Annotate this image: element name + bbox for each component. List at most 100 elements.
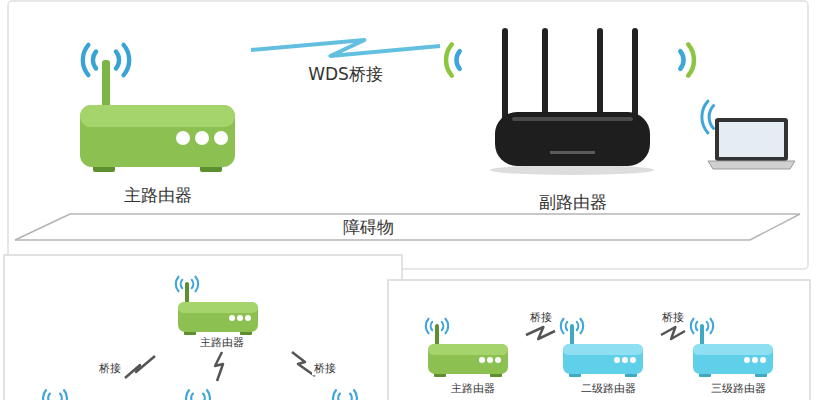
note-label: 障碍物 bbox=[341, 217, 396, 237]
router-body bbox=[495, 112, 650, 166]
chain-panel bbox=[388, 280, 810, 400]
lightning-bolt bbox=[125, 356, 155, 378]
wifi-arc bbox=[186, 390, 189, 400]
wifi-arc bbox=[196, 277, 199, 292]
wifi-arc bbox=[688, 44, 694, 75]
router-label: 主路由器 bbox=[65, 185, 251, 206]
wifi-arc bbox=[696, 322, 698, 330]
wifi-arc bbox=[566, 322, 568, 330]
wifi-arc bbox=[192, 280, 194, 288]
led-dot bbox=[495, 357, 501, 363]
wifi-arc bbox=[711, 319, 714, 334]
router-icon bbox=[420, 312, 520, 382]
floor-line bbox=[750, 214, 800, 240]
led-dot bbox=[744, 357, 750, 363]
floor-line bbox=[15, 239, 750, 241]
router-lights bbox=[550, 151, 595, 154]
led-dot bbox=[752, 357, 758, 363]
router-icon bbox=[440, 20, 700, 192]
router-label: 主路由器 bbox=[170, 336, 274, 350]
wifi-arc bbox=[561, 319, 564, 334]
wifi-arc bbox=[707, 322, 709, 330]
edge-label: 桥接 bbox=[528, 311, 554, 324]
wifi-arc bbox=[64, 390, 67, 400]
wifi-arc bbox=[456, 51, 459, 69]
router-highlight bbox=[178, 302, 258, 313]
antenna bbox=[542, 28, 548, 120]
led-dot bbox=[237, 315, 243, 321]
led-dot bbox=[614, 357, 620, 363]
wifi-arc bbox=[48, 394, 50, 400]
router-label: 二级路由器 bbox=[555, 382, 661, 396]
router-body bbox=[693, 344, 773, 374]
top-panel bbox=[8, 1, 808, 269]
wifi-arc bbox=[581, 319, 584, 334]
antenna bbox=[502, 28, 508, 120]
router-icon bbox=[170, 270, 268, 336]
led-dot bbox=[622, 357, 628, 363]
wifi-arc bbox=[93, 52, 96, 69]
laptop-base bbox=[708, 161, 795, 169]
edge-label: 桥接 bbox=[660, 311, 686, 324]
router-icon bbox=[65, 20, 245, 185]
led-dot bbox=[479, 357, 485, 363]
antenna bbox=[597, 28, 603, 120]
wifi-arc bbox=[350, 394, 352, 400]
router-label: 副路由器 bbox=[440, 192, 706, 213]
router-highlight bbox=[512, 117, 633, 121]
router-icon bbox=[685, 312, 785, 382]
router-node: 主路由器 bbox=[170, 270, 274, 350]
wifi-arc bbox=[446, 319, 449, 334]
bridge-connector bbox=[526, 327, 555, 339]
led-dot bbox=[487, 357, 493, 363]
wifi-arc bbox=[176, 277, 179, 292]
floor-line bbox=[70, 213, 800, 215]
wifi-arc bbox=[43, 390, 46, 400]
wifi-arc bbox=[442, 322, 444, 330]
wifi-arc bbox=[577, 322, 579, 330]
antenna bbox=[632, 28, 638, 120]
floor-line bbox=[15, 214, 70, 240]
router-highlight bbox=[563, 344, 643, 355]
router-node: 副路由器 bbox=[440, 20, 706, 213]
cut-router-wifi bbox=[43, 390, 357, 400]
led-dot bbox=[229, 315, 235, 321]
router-icon bbox=[555, 312, 655, 382]
wifi-arc bbox=[181, 280, 183, 288]
wifi-arc bbox=[426, 319, 429, 334]
antenna bbox=[102, 60, 110, 110]
led-dot bbox=[214, 131, 228, 145]
router-node: 主路由器 bbox=[420, 312, 526, 396]
wifi-arc bbox=[191, 394, 193, 400]
led-dot bbox=[195, 131, 209, 145]
edge-label: WDS桥接 bbox=[306, 64, 385, 84]
led-dot bbox=[760, 357, 766, 363]
wifi-arc bbox=[203, 394, 205, 400]
wifi-arc bbox=[354, 390, 357, 400]
router-body bbox=[178, 302, 258, 332]
router-label: 三级路由器 bbox=[685, 382, 791, 396]
router-node: 二级路由器 bbox=[555, 312, 661, 396]
wifi-arc bbox=[83, 45, 89, 75]
router-body bbox=[563, 344, 643, 374]
router-highlight bbox=[428, 344, 508, 355]
note-label: 桥接 bbox=[97, 362, 123, 375]
bridge-connector bbox=[251, 40, 440, 56]
star-panel bbox=[4, 255, 402, 400]
wifi-arc bbox=[333, 390, 336, 400]
router-label: 主路由器 bbox=[420, 382, 526, 396]
wifi-arc bbox=[60, 394, 62, 400]
wifi-arc bbox=[691, 319, 694, 334]
note-label: 桥接 bbox=[312, 362, 338, 375]
router-highlight bbox=[80, 105, 235, 127]
wifi-arc bbox=[431, 322, 433, 330]
bridge-connector bbox=[661, 327, 685, 339]
router-shadow bbox=[490, 165, 654, 175]
led-dot bbox=[245, 315, 251, 321]
router-highlight bbox=[693, 344, 773, 355]
wifi-arc bbox=[207, 390, 210, 400]
wifi-arc bbox=[116, 52, 119, 69]
wifi-arc bbox=[709, 106, 713, 129]
